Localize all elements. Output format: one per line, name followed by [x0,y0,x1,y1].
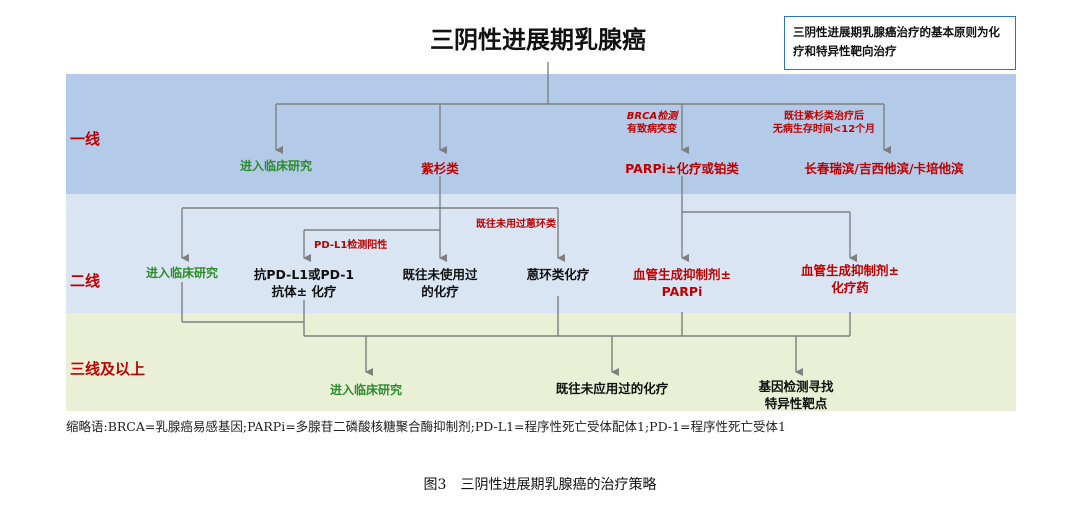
taxane-history-line2: 无病生存时间<12个月 [772,124,876,135]
angio-chemo-line1: 血管生成抑制剂± [801,263,899,278]
first-clinical-study: 进入临床研究 [239,159,313,173]
figure-caption: 图3 三阴性进展期乳腺癌的治疗策略 [423,477,657,493]
angio-parpi-node: 血管生成抑制剂± PARPi [633,266,731,300]
first-line-band [66,74,1016,194]
pd1-line2: 抗体± 化疗 [271,284,337,299]
taxane-history-note: 既往紫杉类治疗后 无病生存时间<12个月 [773,110,875,136]
third-line-label: 三线及以上 [70,360,146,378]
first-line-label: 一线 [70,130,101,148]
gene-testing-line1: 基因检测寻找 [758,379,834,394]
pd1-line1: 抗PD-L1或PD-1 [253,267,355,282]
taxane-node: 紫杉类 [421,161,459,176]
parpi-node: PARPi±化疗或铂类 [625,161,739,176]
second-line-label: 二线 [70,272,101,290]
unused-chemo-node: 既往未使用过 的化疗 [402,266,477,300]
gene-testing-node: 基因检测寻找 特异性靶点 [758,378,833,412]
angio-parpi-line1: 血管生成抑制剂± [633,267,731,282]
angio-chemo-node: 血管生成抑制剂± 化疗药 [801,262,899,296]
taxane-history-line1: 既往紫杉类治疗后 [783,111,864,122]
pdl1-condition-note: PD-L1检测阳性 [314,240,388,251]
abbreviations: 缩略语:BRCA=乳腺癌易感基因;PARPi=多腺苷二磷酸核糖聚合酶抑制剂;PD… [66,419,786,434]
unused-chemo-line2: 的化疗 [421,284,459,299]
anthracycline-node: 蒽环类化疗 [526,267,590,282]
unused-chemo-line1: 既往未使用过 [402,267,478,282]
gene-testing-line2: 特异性靶点 [764,396,828,411]
angio-parpi-line2: PARPi [661,284,703,299]
brca-note-line1: BRCA检测 [626,111,678,122]
third-clinical-study: 进入临床研究 [329,383,403,397]
second-line-band [66,194,1016,313]
pd1-node: 抗PD-L1或PD-1 抗体± 化疗 [254,266,354,300]
brca-note: BRCA检测 有致病突变 [627,110,677,136]
brca-note-line2: 有致病突变 [627,124,677,135]
vinca-node: 长春瑞滨/吉西他滨/卡培他滨 [804,161,964,176]
anthra-condition-note: 既往未用过蒽环类 [476,219,556,230]
second-clinical-study: 进入临床研究 [146,266,219,280]
third-line-band [66,313,1016,411]
third-unused-chemo: 既往未应用过的化疗 [555,381,669,396]
principle-note: 三阴性进展期乳腺癌治疗的基本原则为化疗和特异性靶向治疗 [784,16,1016,70]
angio-chemo-line2: 化疗药 [831,280,869,295]
diagram-title: 三阴性进展期乳腺癌 [430,26,646,54]
